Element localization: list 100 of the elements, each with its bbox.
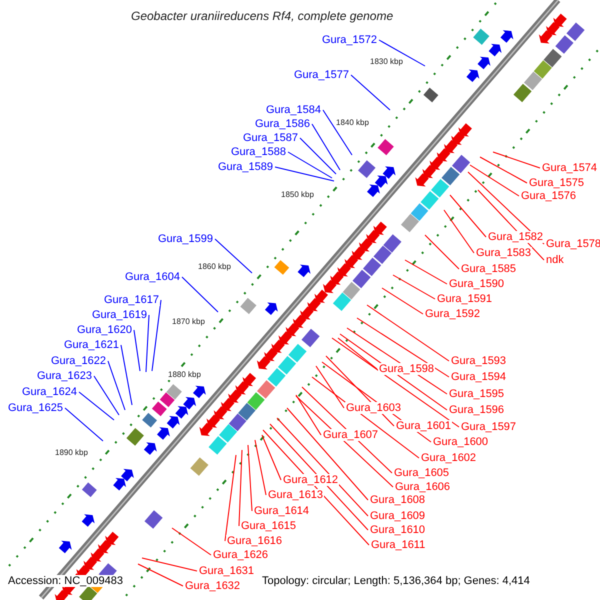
leader-line	[142, 558, 198, 572]
gene-label: Gura_1606	[394, 481, 452, 493]
gene-label: Gura_1632	[184, 580, 242, 592]
gene-label: Gura_1613	[267, 489, 324, 501]
leader-line	[182, 276, 218, 312]
leader-line	[492, 152, 540, 168]
leader-line	[296, 394, 322, 436]
leader-line	[382, 288, 424, 314]
gene-label: Gura_1610	[369, 524, 426, 536]
gene-label: Gura_1611	[370, 539, 426, 551]
gene-label: Gura_1572	[320, 34, 378, 46]
leader-line	[444, 210, 474, 254]
scale-label: 1890 kbp	[55, 448, 88, 458]
scale-label: 1880 kbp	[168, 370, 201, 380]
leader-line	[480, 156, 528, 184]
gene-label: Gura_1575	[528, 177, 586, 189]
gene-label: Gura_1607	[322, 429, 380, 441]
gene-label: Gura_1616	[226, 535, 284, 547]
leader-line	[94, 376, 120, 416]
leader-line	[138, 564, 184, 586]
leader-line	[254, 440, 266, 496]
gene-label: Gura_1612	[282, 474, 340, 486]
leader-line	[120, 344, 132, 406]
leader-line	[152, 300, 162, 372]
gene-label: Gura_1626	[212, 549, 270, 561]
scale-label: 1870 kbp	[172, 317, 205, 327]
gene-label: Gura_1577	[292, 69, 350, 81]
scale-label: 1830 kbp	[370, 57, 403, 67]
gene-label: Gura_1617	[102, 294, 160, 306]
leader-line	[276, 418, 368, 516]
gene-label: Gura_1601	[395, 420, 452, 432]
gene-label: Gura_1595	[448, 388, 506, 400]
gene-label: Gura_1624	[20, 386, 78, 398]
gene-label: Gura_1621	[62, 339, 120, 351]
leader-line	[392, 274, 436, 300]
gene-label: Gura_1620	[76, 324, 133, 336]
gene-label: Gura_1592	[424, 308, 482, 320]
gene-label: Gura_1583	[475, 247, 532, 259]
leader-line	[286, 408, 368, 500]
gene-label: Gura_1597	[460, 421, 518, 433]
leader-line	[78, 392, 114, 420]
gene-label: Gura_1631	[198, 565, 256, 577]
gene-label: Gura_1609	[369, 510, 426, 522]
leader-line	[134, 330, 140, 372]
leader-line	[366, 304, 450, 362]
leader-line	[262, 434, 282, 480]
gene-label: Gura_1586	[254, 118, 311, 130]
leader-line	[64, 408, 104, 442]
gene-label: Gura_1576	[520, 190, 578, 202]
gene-label: Gura_1582	[487, 231, 544, 243]
leader-line	[224, 454, 236, 542]
gene-label: Gura_1605	[393, 467, 450, 479]
gene-label: Gura_1602	[420, 452, 478, 464]
gene-label: Gura_1585	[460, 263, 518, 275]
gene-label: Gura_1584	[264, 104, 322, 116]
gene-label: Gura_1622	[50, 355, 107, 367]
leader-line	[296, 396, 394, 488]
gene-label: Gura_1625	[6, 402, 64, 414]
gene-label: Gura_1594	[450, 371, 508, 383]
gene-label: Gura_1604	[124, 271, 181, 283]
gene-label: Gura_1599	[156, 233, 214, 245]
leader-line	[332, 338, 460, 428]
gene-label: ndk	[545, 254, 565, 266]
gene-label: Gura_1619	[90, 309, 148, 321]
gene-label: Gura_1615	[240, 520, 298, 532]
gene-label: Gura_1596	[448, 404, 506, 416]
leader-line	[322, 110, 352, 156]
gene-label: Gura_1574	[541, 162, 598, 174]
scale-label: 1860 kbp	[198, 262, 231, 272]
gene-label: Gura_1598	[378, 363, 436, 375]
leader-line	[270, 424, 368, 530]
gene-label: Gura_1589	[216, 161, 274, 173]
leader-line	[424, 234, 460, 270]
diagram-title: Geobacter uraniireducens Rf4, complete genome	[131, 9, 394, 23]
leader-line	[470, 164, 520, 196]
leader-line	[214, 238, 252, 274]
leader-line	[378, 40, 426, 66]
gene-label: Gura_1591	[436, 293, 494, 305]
leader-line	[338, 338, 378, 370]
genome-summary-text: Topology: circular; Length: 5,136,364 bp; Genes: 4,414	[262, 575, 530, 587]
leader-line	[350, 74, 390, 110]
leader-line	[450, 194, 486, 238]
scale-label: 1850 kbp	[281, 190, 314, 200]
gene-label: Gura_1614	[253, 505, 310, 517]
leader-line	[238, 450, 242, 526]
leader-line	[108, 360, 126, 410]
gene-label: Gura_1603	[345, 402, 402, 414]
leader-line	[316, 366, 344, 408]
leader-line	[172, 528, 212, 556]
leader-line	[274, 166, 334, 182]
gene-label: Gura_1587	[242, 132, 299, 144]
leader-line	[146, 314, 150, 372]
accession-text: Accession: NC_009483	[8, 575, 123, 587]
gene-label: Gura_1600	[432, 436, 490, 448]
gene-label: Gura_1588	[230, 146, 287, 158]
gene-label: Gura_1593	[450, 355, 508, 367]
leader-line	[248, 444, 252, 512]
gene-label: Gura_1608	[369, 494, 426, 506]
leader-line	[312, 124, 340, 170]
leader-line	[300, 138, 336, 174]
